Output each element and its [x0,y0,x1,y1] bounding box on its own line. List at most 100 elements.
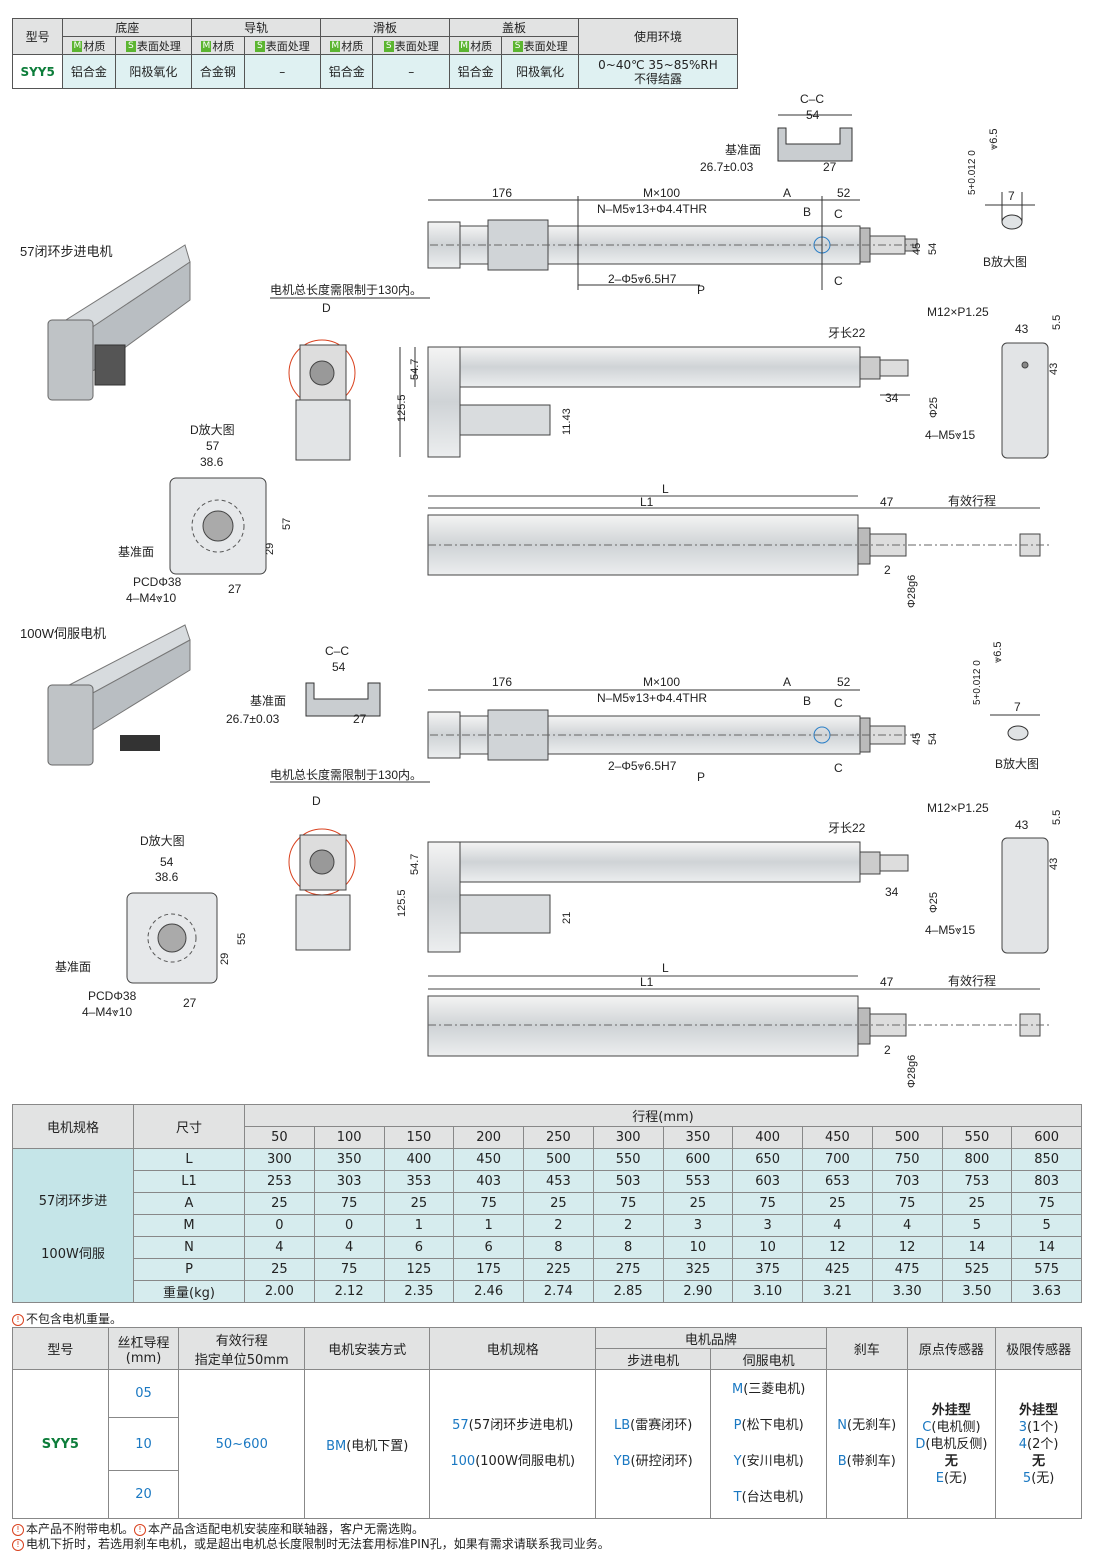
warning-icon: ! [12,1538,24,1551]
label-b: B [803,205,811,219]
b-tol: 5+0.012 0 [972,660,983,705]
dim-cell: 3 [662,1214,734,1237]
limit-4: 4(2个) [996,1436,1081,1453]
dim-38-6: 38.6 [155,870,179,884]
dim-cell: 25 [244,1258,315,1281]
dim-cell: 653 [802,1170,873,1193]
origin-d: D(电机反侧) [908,1436,996,1453]
footer-line1b: 本产品含适配电机安装座和联轴器，客户无需选购。 [148,1522,425,1536]
dim-cell: 803 [1011,1170,1082,1193]
stepper-lb-code: LB [614,1418,631,1433]
d-mark: D [322,301,331,315]
dim-cell: 12 [871,1236,943,1259]
dim-cell: 3.21 [802,1280,873,1303]
servo-m-code: M [731,1382,744,1397]
m5-15: 4–M5⩔15 [925,923,975,937]
footer-line1a: 本产品不附带电机。 [26,1522,135,1536]
b-zoom-57 [985,192,1035,230]
limit-4-code: 4 [1018,1436,1028,1452]
spec-h-model: 型号 [11,18,64,55]
oh-brand: 电机品牌 [594,1327,827,1349]
s-letter: S [512,41,523,52]
servo-y-text: (安川电机) [741,1454,804,1469]
dim-mx100: M×100 [643,675,680,689]
dim-2: 2 [884,1043,891,1057]
top-dims-100w [270,689,860,783]
warning-icon: ! [12,1523,24,1536]
dim-a: A [783,675,791,689]
cover-material: 铝合金 [449,54,503,89]
stepper-yb-code: YB [613,1454,631,1469]
dim-43: 43 [1015,322,1029,336]
sub-surface-label: 表面处理 [523,39,568,53]
oh-lead-unit: (mm) [125,1350,162,1366]
iso-view-100w [47,624,191,766]
sub-material-label: 材质 [83,39,106,53]
warning-icon: ! [134,1523,147,1536]
top-dims-57 [270,196,860,299]
sub-surface-label: 表面处理 [394,39,439,53]
dim-cell: 4 [871,1214,943,1237]
spec-h-env: 使用环境 [577,18,739,55]
spec-57-text: (57闭环步进电机) [468,1418,574,1433]
dim-cell: 575 [1011,1258,1082,1281]
brake-n-text: (无刹车) [847,1418,897,1433]
origin-d-text: (电机反侧) [925,1436,988,1452]
dim-row-label: L1 [133,1170,245,1193]
label-c: C [834,274,843,288]
label-c: C [834,761,843,775]
origin-e: E(无) [908,1470,996,1487]
dim-cell: 800 [941,1148,1013,1171]
oh-stroke: 有效行程指定单位50mm [178,1327,305,1370]
stepper-cell: LB(雷赛闭环) YB(研控闭环) [594,1369,712,1519]
spec-57-code: 57 [452,1418,469,1433]
limit-3-code: 3 [1018,1419,1028,1435]
oh-limit: 极限传感器 [995,1327,1082,1370]
origin-c: C(电机侧) [908,1419,996,1436]
h-stroke: 行程(mm) [244,1104,1082,1127]
dim-26-7: 26.7±0.03 [226,712,280,726]
oh-model: 型号 [12,1327,109,1370]
s-letter: S [125,41,136,52]
technical-drawing: 57闭环步进电机 C–C 54 基准面 26.7±0.03 27 5+0.012… [20,92,1063,1088]
env-line2: 不得结露 [633,71,682,86]
base-surface: 阳极氧化 [114,54,193,89]
sub-surface-label: 表面处理 [265,39,310,53]
stroke-col-header: 300 [592,1126,664,1149]
slider-material: 铝合金 [320,54,374,89]
dim-57: 57 [281,518,293,530]
dim-row-label: P [133,1258,245,1281]
dim-cell: 275 [592,1258,664,1281]
mount-cell: BM(电机下置) [303,1369,431,1519]
back-view-57 [1001,342,1049,459]
dim-cell: 2.74 [523,1280,594,1303]
pcd: PCDΦ38 [133,575,182,589]
footer-line1: !本产品不附带电机。!本产品含适配电机安装座和联轴器，客户无需选购。 [12,1522,610,1537]
servo-cell: M(三菱电机) P(松下电机) Y(安川电机) T(台达电机) [710,1369,827,1519]
dim-cell: 453 [523,1170,594,1193]
m12: M12×P1.25 [927,305,989,319]
mount-text: (电机下置) [346,1438,409,1454]
n-holes: N–M5⩔13+Φ4.4THR [597,202,707,216]
rail-material: 合金钢 [191,54,245,89]
limit-3: 3(1个) [996,1419,1081,1436]
label-100w-servo: 100W伺服电机 [20,626,106,641]
dim-5-5: 5.5 [1051,315,1063,330]
limit-5-text: (无) [1031,1470,1055,1486]
oh-lead: 丝杠导程(mm) [107,1327,180,1370]
lead-10: 10 [107,1417,180,1471]
dim-cell: 403 [453,1170,524,1193]
dim-cell: 5 [1011,1214,1082,1237]
back-view-100w [1001,837,1049,954]
dim-cell: 125 [383,1258,455,1281]
cc-section-100w [305,682,381,717]
motor-57: 57闭环步进 [38,1193,108,1209]
oh-stroke-label: 有效行程 [215,1333,268,1349]
dim-27: 27 [183,996,197,1010]
dim-29: 29 [264,543,276,555]
dim-cell: 450 [453,1148,524,1171]
